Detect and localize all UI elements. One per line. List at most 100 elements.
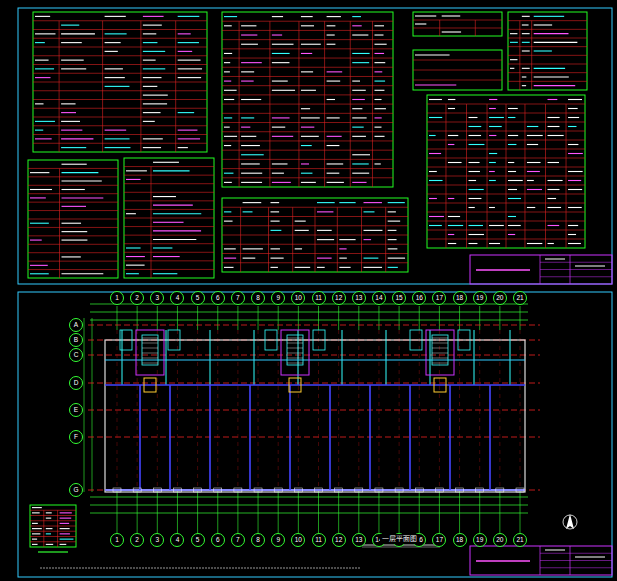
line-work: [448, 225, 463, 226]
line-work: [271, 211, 280, 212]
line-work: [352, 16, 361, 17]
line-work: [272, 163, 288, 164]
line-work: [272, 62, 290, 63]
line-work: [143, 95, 168, 96]
line-work: [217, 330, 218, 490]
frame-rect: [413, 50, 502, 90]
line-work: [301, 108, 310, 109]
line-work: [474, 330, 475, 385]
line-work: [469, 135, 482, 136]
line-work: [271, 248, 280, 249]
line-work: [243, 211, 253, 212]
line-work: [439, 20, 440, 36]
line-work: [566, 104, 567, 248]
line-work: [413, 60, 502, 61]
line-work: [124, 252, 214, 253]
line-work: [388, 211, 396, 212]
line-work: [399, 330, 400, 490]
line-work: [241, 25, 256, 26]
line-work: [534, 16, 564, 17]
axis-bubble: D: [69, 376, 83, 390]
frame-rect: [435, 488, 443, 492]
line-work: [489, 99, 497, 100]
line-work: [479, 330, 480, 490]
line-work: [122, 330, 123, 385]
line-work: [298, 490, 299, 537]
line-work: [157, 306, 158, 330]
line-work: [527, 162, 541, 163]
line-work: [315, 207, 316, 272]
line-work: [178, 147, 188, 148]
line-work: [222, 85, 393, 86]
line-work: [222, 159, 393, 160]
line-work: [62, 197, 104, 198]
line-work: [374, 34, 383, 35]
frame-rect: [105, 340, 525, 492]
line-work: [327, 71, 343, 72]
line-work: [520, 490, 521, 537]
line-work: [153, 256, 180, 257]
line-work: [287, 363, 303, 364]
frame-rect: [456, 488, 464, 492]
axis-bubble: B: [69, 333, 83, 347]
line-work: [271, 258, 284, 259]
line-work: [508, 108, 518, 109]
axis-bubble: 18: [453, 533, 467, 547]
line-work: [540, 262, 612, 263]
line-work: [415, 54, 450, 55]
line-work: [62, 189, 85, 190]
line-work: [540, 553, 612, 554]
axis-bubble: 5: [191, 291, 205, 305]
line-work: [46, 528, 53, 529]
line-work: [222, 21, 393, 22]
line-work: [520, 306, 521, 330]
line-work: [272, 127, 285, 128]
line-work: [510, 330, 511, 385]
axis-bubble: 1: [110, 533, 124, 547]
line-work: [432, 343, 448, 344]
line-work: [568, 144, 578, 145]
line-work: [352, 117, 366, 118]
line-work: [239, 21, 240, 187]
frame-rect: [432, 335, 448, 365]
line-work: [224, 248, 236, 249]
line-work: [178, 68, 202, 69]
line-work: [88, 410, 540, 411]
line-work: [476, 269, 530, 270]
line-work: [352, 136, 366, 137]
line-work: [241, 154, 264, 155]
line-work: [527, 126, 538, 127]
line-work: [432, 363, 448, 364]
line-work: [534, 33, 569, 34]
line-work: [448, 135, 458, 136]
axis-bubble: 18: [453, 291, 467, 305]
line-work: [527, 171, 540, 172]
axis-bubble: 10: [291, 533, 305, 547]
line-work: [62, 206, 87, 207]
line-work: [469, 162, 480, 163]
line-work: [62, 256, 81, 257]
line-work: [374, 62, 385, 63]
line-work: [352, 108, 362, 109]
line-work: [222, 39, 393, 40]
line-work: [271, 267, 278, 268]
line-work: [153, 213, 201, 214]
line-work: [568, 189, 582, 190]
line-work: [342, 330, 343, 385]
line-work: [241, 173, 262, 174]
line-work: [327, 25, 336, 26]
line-work: [448, 99, 455, 100]
line-work: [222, 67, 393, 68]
line-work: [30, 189, 52, 190]
line-work: [522, 33, 530, 34]
line-work: [489, 207, 495, 208]
line-work: [508, 225, 521, 226]
line-work: [430, 330, 431, 385]
line-work: [287, 353, 303, 354]
frame-rect: [254, 488, 262, 492]
line-work: [62, 181, 102, 182]
line-work: [352, 90, 366, 91]
line-work: [117, 490, 118, 537]
axis-bubble: 17: [432, 291, 446, 305]
line-work: [568, 126, 576, 127]
